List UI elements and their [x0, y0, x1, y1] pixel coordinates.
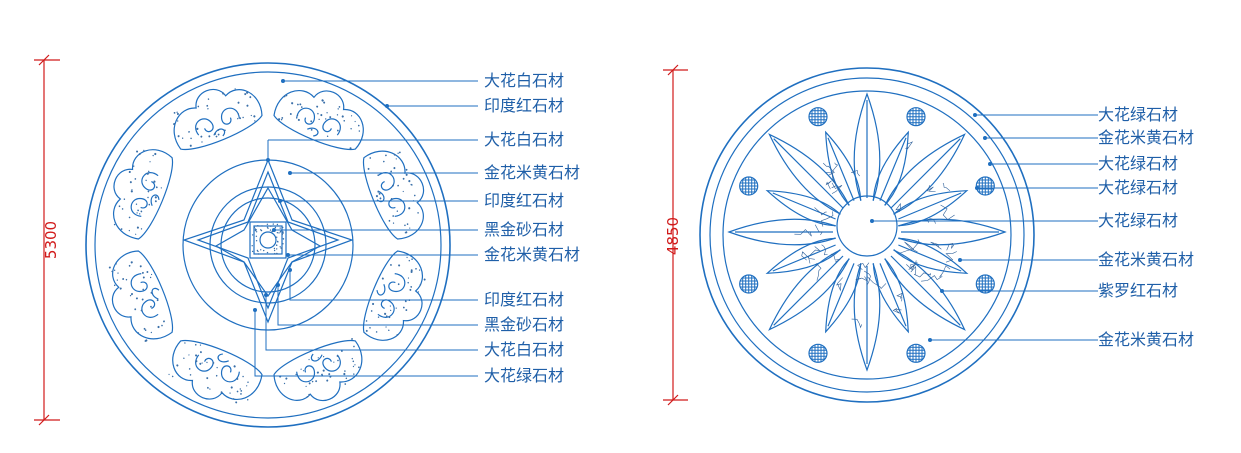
left-label-9: 黑金砂石材 [484, 315, 564, 334]
inlay-rosette [906, 343, 926, 363]
cloud-unit [173, 88, 263, 151]
right-label-6: 金花米黄石材 [1098, 250, 1194, 269]
left-label-8: 印度红石材 [484, 290, 564, 309]
cloud-scroll-band [108, 88, 426, 404]
marble-veining [794, 141, 957, 329]
cloud-unit [112, 149, 174, 240]
petal [727, 218, 836, 246]
left-leader-lines [254, 80, 478, 377]
left-label-5: 印度红石材 [484, 191, 564, 210]
purple-red-inlays [739, 107, 995, 363]
petal [825, 130, 862, 206]
petal [893, 190, 969, 227]
petal [872, 258, 909, 334]
left-star-motif [182, 158, 354, 324]
left-label-10: 大花白石材 [484, 340, 564, 359]
left-medallion: 5300 [34, 54, 580, 428]
inlay-rosette [975, 176, 995, 196]
inlay-rosette [739, 176, 759, 196]
left-label-6: 黑金砂石材 [484, 220, 564, 239]
inlay-rosette [808, 343, 828, 363]
right-label-8: 金花米黄石材 [1098, 330, 1194, 349]
petal [893, 237, 969, 274]
petal [884, 133, 966, 215]
left-label-7: 金花米黄石材 [484, 245, 580, 264]
right-leader-lines [872, 114, 1098, 341]
inlay-rosette [906, 107, 926, 127]
petal [768, 133, 850, 215]
right-label-5: 大花绿石材 [1098, 211, 1178, 230]
right-label-7: 紫罗红石材 [1098, 281, 1178, 300]
right-medallion: 4850 大花绿石材 金花米黄石材 [663, 64, 1194, 406]
inlay-rosette [975, 274, 995, 294]
right-label-4: 大花绿石材 [1098, 178, 1178, 197]
right-label-2: 金花米黄石材 [1098, 128, 1194, 147]
inlay-rosette [739, 274, 759, 294]
left-dimension-line [34, 54, 60, 426]
left-label-4: 金花米黄石材 [484, 163, 580, 182]
petal [884, 249, 966, 331]
cloud-unit [273, 338, 363, 402]
left-label-1: 大花白石材 [484, 71, 564, 90]
inlay-rosette [808, 107, 828, 127]
petal [872, 130, 909, 206]
cloud-unit [168, 339, 263, 404]
left-label-3: 大花白石材 [484, 130, 564, 149]
petal [898, 218, 1007, 246]
right-leader-dots [870, 113, 992, 342]
right-dimension-line [663, 64, 688, 406]
left-leader-dots [253, 79, 389, 312]
left-dimension-value: 5300 [42, 221, 60, 259]
cloud-unit [108, 250, 174, 342]
petal [765, 190, 841, 227]
cloud-unit [273, 89, 364, 151]
black-gold-sand-fill [251, 223, 285, 255]
right-label-1: 大花绿石材 [1098, 105, 1178, 124]
right-dimension-value: 4850 [664, 217, 682, 255]
petal [853, 263, 881, 372]
left-label-2: 印度红石材 [484, 96, 564, 115]
flower-petals [727, 92, 1007, 372]
petal [825, 258, 862, 334]
petal [768, 249, 850, 331]
cloud-unit [362, 250, 426, 341]
petal [765, 237, 841, 274]
left-label-11: 大花绿石材 [484, 366, 564, 385]
right-label-3: 大花绿石材 [1098, 154, 1178, 173]
